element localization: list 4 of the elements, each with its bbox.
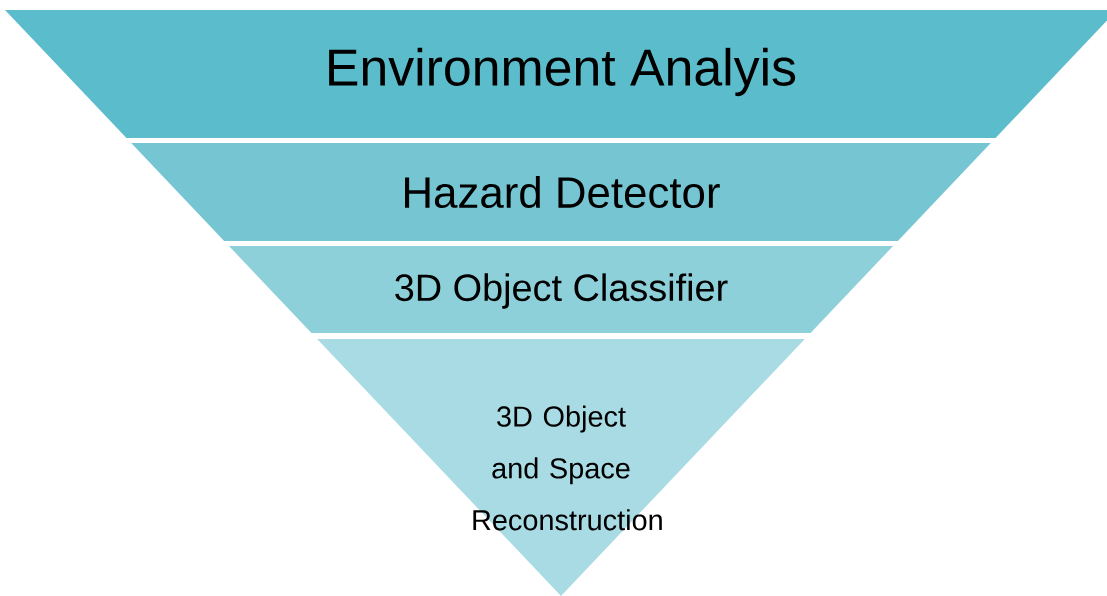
pyramid-band: 3D Object and Space Reconstruction [317,339,805,596]
pyramid-band: Environment Analyis [5,10,1107,138]
pyramid-band: 3D Object Classifier [228,246,894,333]
pyramid-band: Hazard Detector [131,143,991,241]
